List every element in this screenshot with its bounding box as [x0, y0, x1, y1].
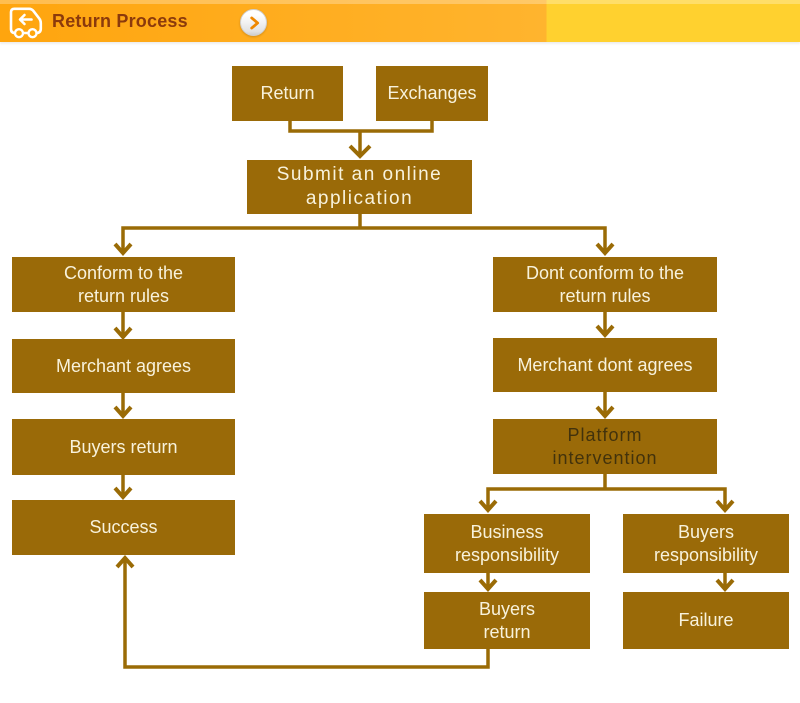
connector-top-merge	[288, 120, 434, 159]
flow-node-buyers-return: Buyers return	[12, 419, 235, 475]
header-bar: Return Process	[0, 0, 800, 42]
flow-node-exchanges: Exchanges	[376, 66, 488, 121]
flow-node-business-responsibility: Business responsibility	[424, 514, 590, 573]
return-truck-icon	[5, 2, 49, 42]
flow-node-dont-conform-rules: Dont conform to the return rules	[493, 257, 717, 312]
connector-left-column	[113, 311, 133, 501]
flow-node-success: Success	[12, 500, 235, 555]
flow-node-buyers-responsibility: Buyers responsibility	[623, 514, 789, 573]
next-chevron-button[interactable]	[240, 9, 267, 36]
flow-node-merchant-agrees: Merchant agrees	[12, 339, 235, 393]
connector-platform-split	[478, 473, 735, 514]
flow-node-platform-intervention: Platform intervention	[493, 419, 717, 474]
connector-loop-to-success	[115, 554, 490, 669]
flow-node-conform-rules: Conform to the return rules	[12, 257, 235, 312]
connector-outcomes	[478, 572, 735, 593]
flow-node-submit-application: Submit an online application	[247, 160, 472, 214]
flow-node-buyers-return-2: Buyers return	[424, 592, 590, 649]
chevron-right-icon	[242, 11, 266, 35]
connector-right-column	[595, 311, 615, 420]
flow-node-merchant-dont-agrees: Merchant dont agrees	[493, 338, 717, 392]
page-title: Return Process	[52, 11, 188, 31]
connector-branch-split	[113, 213, 615, 257]
flow-node-return: Return	[232, 66, 343, 121]
flow-node-failure: Failure	[623, 592, 789, 649]
